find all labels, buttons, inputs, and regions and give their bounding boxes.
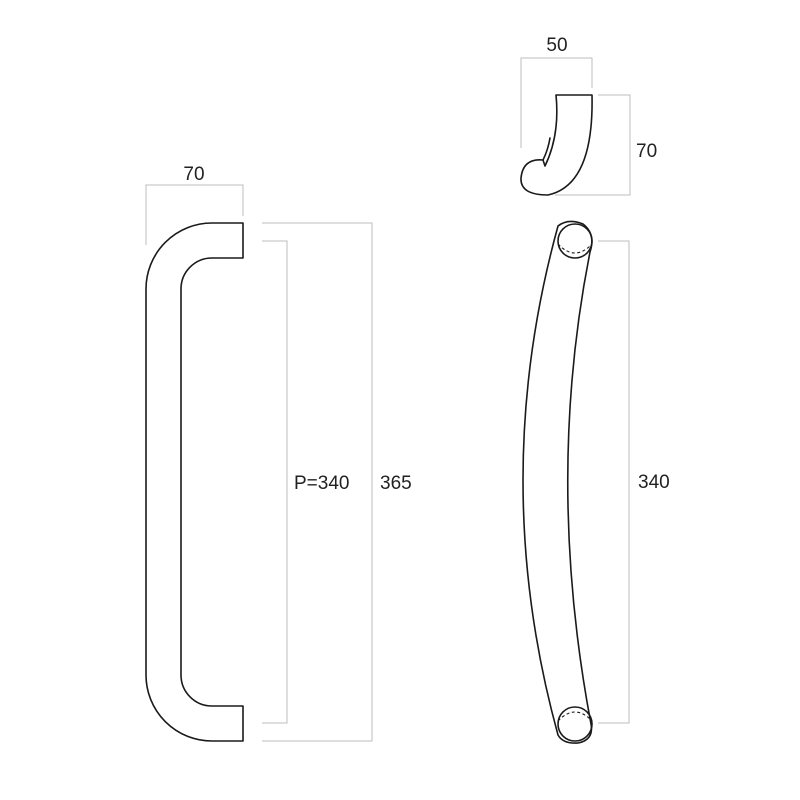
dim-side-length-label: 340	[638, 472, 670, 493]
top-end-cap	[557, 223, 593, 259]
handle-top-inner-edge	[542, 137, 551, 161]
dim-width-lines	[145, 184, 244, 245]
handle-front-outline	[145, 222, 244, 742]
dim-depth-lines	[555, 94, 631, 196]
dim-depth-label: 70	[636, 141, 657, 162]
dim-projection-label: 50	[546, 35, 567, 56]
dim-pitch-label: P=340	[294, 473, 349, 494]
top-view: 50 70	[520, 35, 657, 196]
dim-projection-lines	[520, 57, 593, 148]
bottom-end-cap-hidden-edge	[557, 711, 593, 722]
dim-overall-length-lines	[262, 222, 373, 742]
dim-side-length-lines	[598, 240, 630, 724]
handle-side-bar-outline	[522, 220, 593, 744]
side-view: 340	[522, 220, 670, 744]
dim-overall-length-label: 365	[380, 473, 412, 494]
front-view: 70 P=340 365	[145, 164, 412, 742]
handle-top-profile	[520, 94, 593, 196]
bottom-end-cap	[557, 706, 593, 742]
top-end-cap-hidden-edge	[557, 243, 593, 254]
dim-width-label: 70	[183, 164, 204, 185]
dim-pitch-lines	[262, 240, 288, 724]
